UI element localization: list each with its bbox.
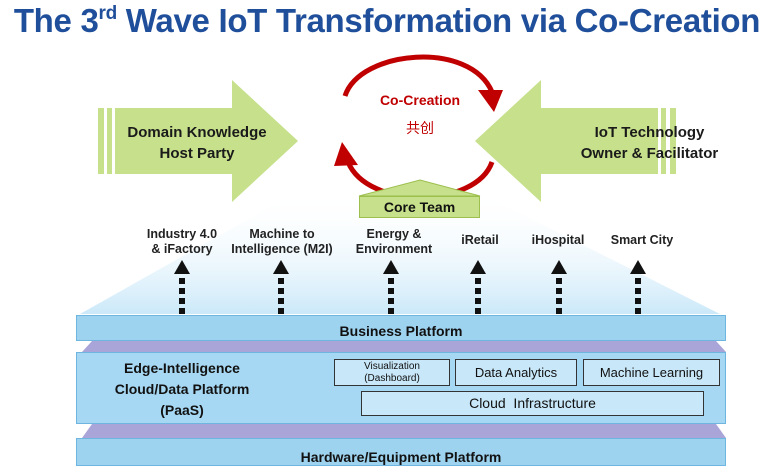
business-platform-bar: Business Platform (76, 315, 726, 341)
edge-platform-line1: Edge-Intelligence (124, 360, 240, 376)
visualization-box: Visualization (Dashboard) (334, 359, 450, 386)
up-arrows (174, 260, 646, 314)
domain-energy-line1: Energy & (366, 227, 422, 241)
edge-platform-line3: (PaaS) (160, 402, 204, 418)
visualization-line2: (Dashboard) (364, 373, 420, 384)
co-creation-label: Co-Creation (379, 92, 461, 108)
visualization-line1: Visualization (364, 361, 420, 372)
title-pre: The 3 (13, 2, 99, 39)
left-arrow-line2: Host Party (159, 145, 235, 162)
co-creation-chinese: 共创 (406, 121, 434, 137)
right-arrow-label: IoT Technology Owner & Facilitator (562, 122, 737, 164)
domain-industry-line2: & iFactory (151, 242, 213, 256)
hardware-platform-bar: Hardware/Equipment Platform (76, 438, 726, 466)
purple-layer-bottom (82, 424, 726, 438)
up-arrow-5 (551, 260, 567, 314)
left-green-arrow (98, 80, 298, 202)
page-title: The 3rd Wave IoT Transformation via Co-C… (0, 2, 774, 40)
domain-ihospital-line1: iHospital (531, 233, 585, 247)
domain-industry-line1: Industry 4.0 (146, 227, 218, 241)
domain-smart-city: Smart City (596, 233, 688, 248)
domain-energy: Energy & Environment (344, 227, 444, 257)
domain-energy-line2: Environment (355, 242, 433, 256)
right-arrow-line1: IoT Technology (594, 124, 705, 141)
edge-platform-line2: Cloud/Data Platform (114, 381, 250, 397)
up-arrow-2 (273, 260, 289, 314)
domain-industry: Industry 4.0 & iFactory (132, 227, 232, 257)
right-green-arrow (475, 80, 676, 202)
domain-iretail: iRetail (440, 233, 520, 248)
domain-ihospital: iHospital (518, 233, 598, 248)
domain-iretail-line1: iRetail (461, 233, 499, 247)
up-arrow-4 (470, 260, 486, 314)
core-team-box: Core Team (359, 196, 480, 218)
left-arrow-label: Domain Knowledge Host Party (112, 122, 282, 164)
title-post: Wave IoT Transformation via Co-Creation (116, 2, 761, 39)
purple-layer-top (82, 341, 726, 352)
right-arrow-line2: Owner & Facilitator (580, 145, 719, 162)
up-arrow-3 (383, 260, 399, 314)
up-arrow-6 (630, 260, 646, 314)
data-analytics-box: Data Analytics (455, 359, 577, 386)
up-arrow-1 (174, 260, 190, 314)
left-arrow-line1: Domain Knowledge (127, 124, 267, 141)
domain-smart-city-line1: Smart City (610, 233, 674, 247)
machine-learning-box: Machine Learning (583, 359, 720, 386)
title-superscript: rd (98, 3, 118, 24)
domain-m2i: Machine to Intelligence (M2I) (226, 227, 338, 257)
cloud-infrastructure-box: Cloud Infrastructure (361, 391, 704, 416)
domain-m2i-line1: Machine to (249, 227, 315, 241)
domain-m2i-line2: Intelligence (M2I) (231, 242, 333, 256)
edge-platform-label: Edge-Intelligence Cloud/Data Platform (P… (92, 358, 272, 421)
